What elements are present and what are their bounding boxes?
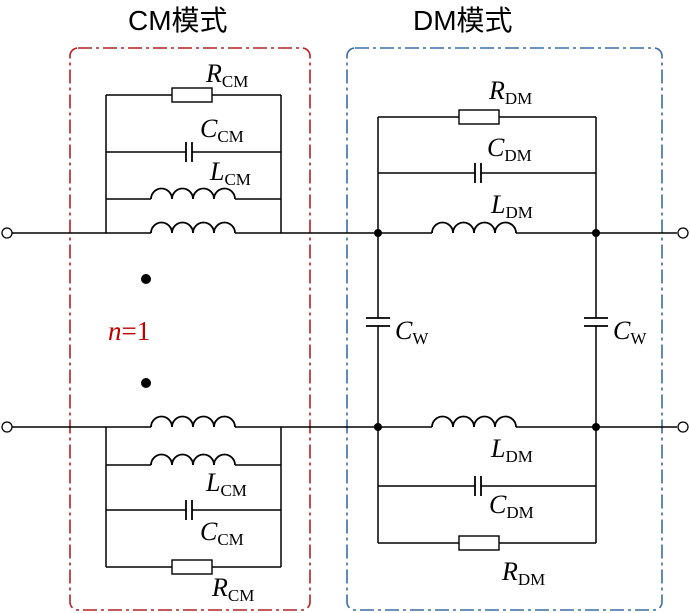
dm-bottom-resistor xyxy=(458,535,500,551)
junction-node xyxy=(592,423,600,431)
cm-bottom-network xyxy=(105,427,282,575)
cm-top-resistor xyxy=(171,87,213,103)
cm-mode-title: CM模式 xyxy=(128,5,228,36)
label-c-dm-top: CDM xyxy=(487,133,532,165)
label-c-cm-top: CCM xyxy=(200,114,244,146)
label-l-cm-bottom: LCM xyxy=(205,468,247,500)
cm-bottom-resistor xyxy=(171,559,213,575)
label-r-cm-top: RCM xyxy=(205,59,248,91)
cm-bottom-main-inductor xyxy=(150,415,236,428)
cm-bottom-parallel-inductor xyxy=(150,453,236,466)
label-cw-right: CW xyxy=(613,316,647,348)
cm-top-parallel-inductor xyxy=(150,187,236,200)
label-r-dm-top: RDM xyxy=(488,76,532,108)
label-r-cm-bottom: RCM xyxy=(211,573,254,605)
dm-bottom-inductor xyxy=(431,415,517,428)
top-line xyxy=(1,221,689,239)
cm-top-network xyxy=(105,87,282,233)
dm-top-inductor xyxy=(431,221,517,234)
label-l-cm-top: LCM xyxy=(209,157,251,189)
ellipsis-dot-bottom xyxy=(141,378,151,388)
label-l-dm-bottom: LDM xyxy=(490,434,533,466)
turns-ratio-rest: =1 xyxy=(122,316,151,346)
junction-node xyxy=(374,229,382,237)
label-r-dm-bottom: RDM xyxy=(501,557,545,589)
junction-node xyxy=(592,229,600,237)
dm-top-resistor xyxy=(458,109,500,125)
terminal-bottom-right xyxy=(677,421,689,433)
label-c-cm-bottom: CCM xyxy=(200,517,244,549)
dm-network xyxy=(366,109,608,551)
terminal-top-left xyxy=(1,227,13,239)
label-c-dm-bottom: CDM xyxy=(489,490,534,522)
ellipsis-dot-top xyxy=(141,274,151,284)
label-cw-left: CW xyxy=(395,316,429,348)
terminal-top-right xyxy=(677,227,689,239)
turns-ratio-label: n=1 xyxy=(108,316,150,346)
label-l-dm-top: LDM xyxy=(490,190,533,222)
cm-top-main-inductor xyxy=(150,221,236,234)
dm-mode-title: DM模式 xyxy=(413,5,513,36)
terminal-bottom-left xyxy=(1,421,13,433)
dm-mode-box xyxy=(346,47,663,611)
junction-node xyxy=(374,423,382,431)
bottom-line xyxy=(1,415,689,433)
cm-mode-box xyxy=(69,47,311,611)
turns-ratio-var: n xyxy=(108,316,122,346)
